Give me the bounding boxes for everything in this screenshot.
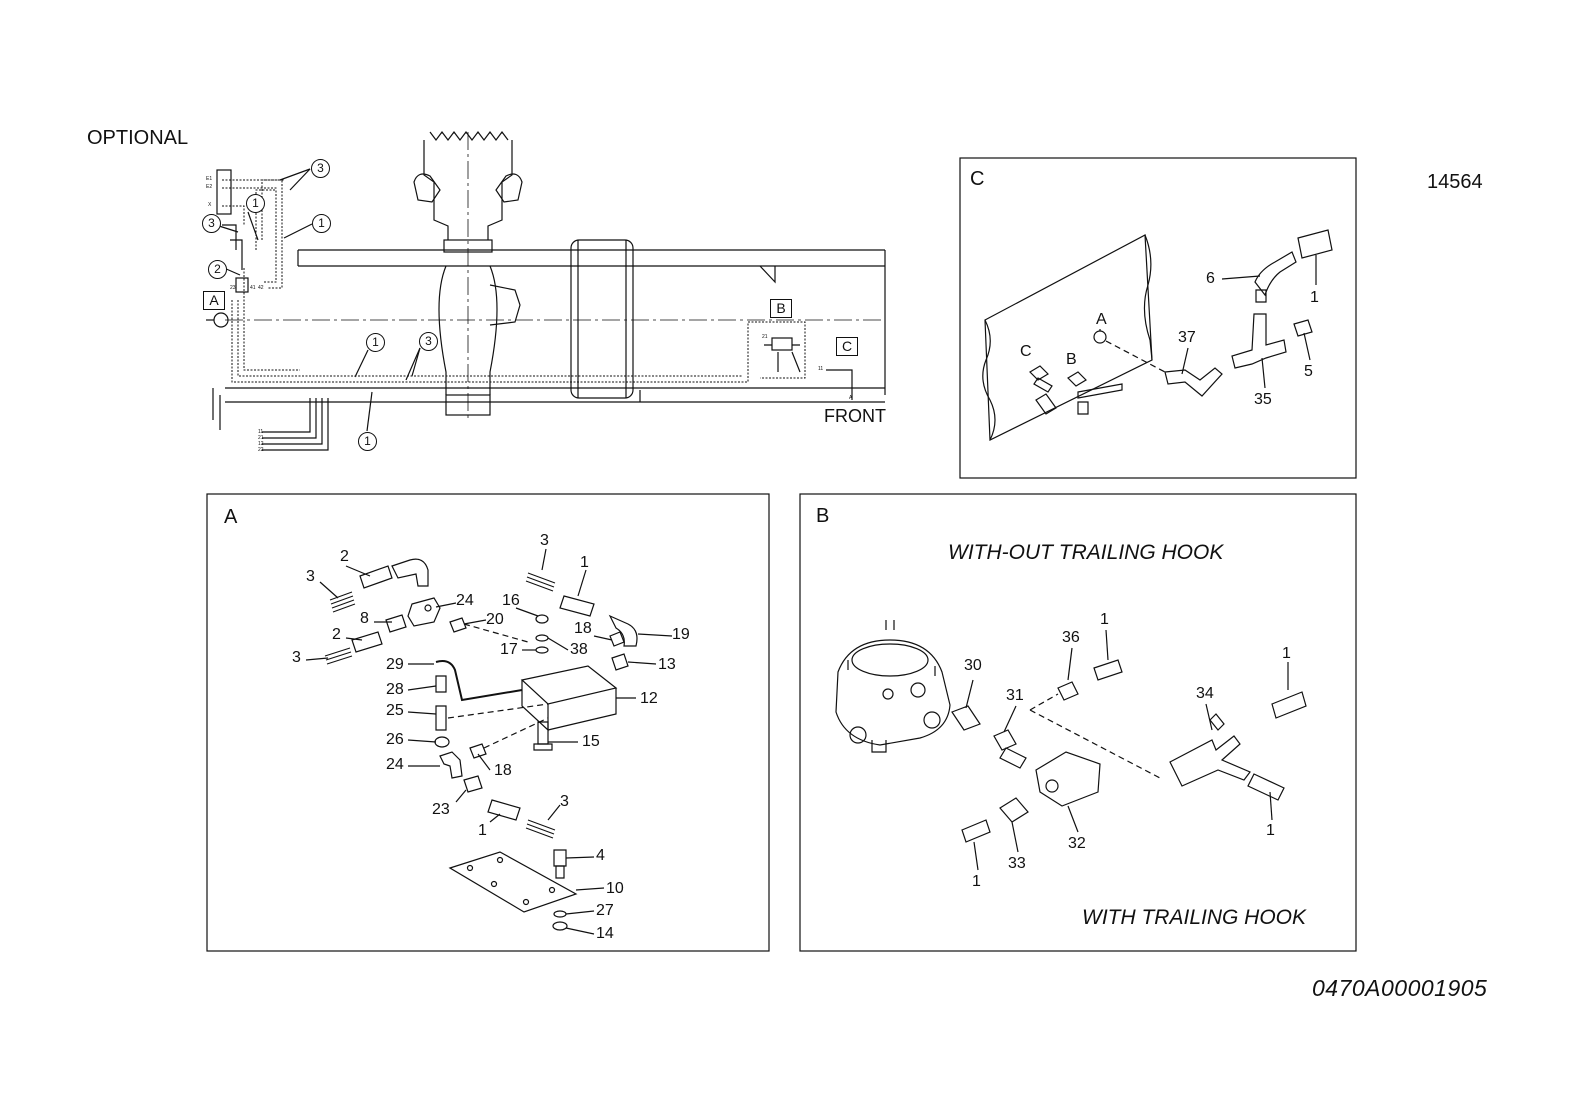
line-code: 12 [258,441,264,447]
line-code: 22 [258,447,264,453]
panel-c-parts [982,229,1333,441]
part-label: 12 [640,690,658,707]
part-label: 1 [1100,611,1109,628]
part-label: 4 [596,847,605,864]
panel-b-title: B [816,505,830,527]
overview-callout: 1 [312,214,331,233]
part-label: 1 [580,554,589,571]
part-label: 24 [386,756,404,773]
part-label: 34 [1196,685,1214,702]
valve-code: 42 [258,285,264,291]
part-label: 26 [386,731,404,748]
part-label: 1 [1266,822,1275,839]
part-label: 18 [574,620,592,637]
part-label: 17 [500,641,518,658]
overview-callout: 1 [246,194,265,213]
optional-label: OPTIONAL [87,127,189,149]
part-label: 27 [596,902,614,919]
part-label: 36 [1062,629,1080,646]
panel-c-frame [959,157,1357,479]
part-label: 32 [1068,835,1086,852]
view-ref-a: A [203,291,225,310]
part-label: 10 [606,880,624,897]
part-label: 28 [386,681,404,698]
part-label: 3 [306,568,315,585]
part-label: 3 [292,649,301,666]
valve-line-code: E1 [206,176,213,182]
part-label: 1 [972,873,981,890]
overview-callout: 3 [311,159,330,178]
front-label: FRONT [824,406,886,426]
part-label: 5 [1304,363,1313,380]
small-code: 21 [762,334,768,340]
chassis-overview [206,131,886,451]
part-label: 13 [658,656,676,673]
overview-callout: 2 [208,260,227,279]
part-label: 1 [478,822,487,839]
part-label: 38 [570,641,588,658]
part-label: 2 [340,548,349,565]
panel-b-frame [799,493,1357,952]
overview-callout: 3 [202,214,221,233]
panel-a-title: A [224,506,238,528]
overview-callout: 1 [366,333,385,352]
part-label: 37 [1178,329,1196,346]
panel-c-title: C [970,168,985,190]
panel-b-parts [835,620,1307,871]
part-label: C [1020,343,1032,360]
part-label: 6 [1206,270,1215,287]
part-label: 20 [486,611,504,628]
part-label: B [1066,351,1077,368]
overview-callout: 1 [358,432,377,451]
part-label: 35 [1254,391,1272,408]
drawing-code: 0470A00001905 [1312,975,1488,1001]
part-label: 14 [596,925,614,942]
part-label: 23 [432,801,450,818]
valve-code: 41 [250,285,256,291]
panel-a-parts [305,548,673,935]
part-label: 3 [560,793,569,810]
part-label: 8 [360,610,369,627]
part-label: 1 [1282,645,1291,662]
with-hook-caption: WITH TRAILING HOOK [1082,906,1307,929]
valve-code: 23 [230,285,236,291]
valve-line-code: E2 [206,184,213,190]
valve-line-code: X [208,202,212,208]
overview-callout: 3 [419,332,438,351]
part-label: 33 [1008,855,1026,872]
sheet-number: 14564 [1427,171,1483,193]
panel-a-frame [206,493,770,952]
part-label: 18 [494,762,512,779]
view-ref-b: B [770,299,792,318]
part-label: 15 [582,733,600,750]
part-label: 25 [386,702,404,719]
part-label: 31 [1006,687,1024,704]
line-code: 11 [258,429,264,435]
view-ref-c: C [836,337,858,356]
part-label: 3 [540,532,549,549]
point-marker: A [849,395,853,401]
part-label: 19 [672,626,690,643]
part-label: A [1096,311,1107,328]
small-code: 11 [818,366,824,372]
part-label: 29 [386,656,404,673]
part-label: 2 [332,626,341,643]
part-label: 16 [502,592,520,609]
line-code: 21 [258,435,264,441]
part-label: 1 [1310,289,1319,306]
part-label: 24 [456,592,474,609]
part-label: 30 [964,657,982,674]
without-hook-caption: WITH-OUT TRAILING HOOK [948,541,1224,564]
